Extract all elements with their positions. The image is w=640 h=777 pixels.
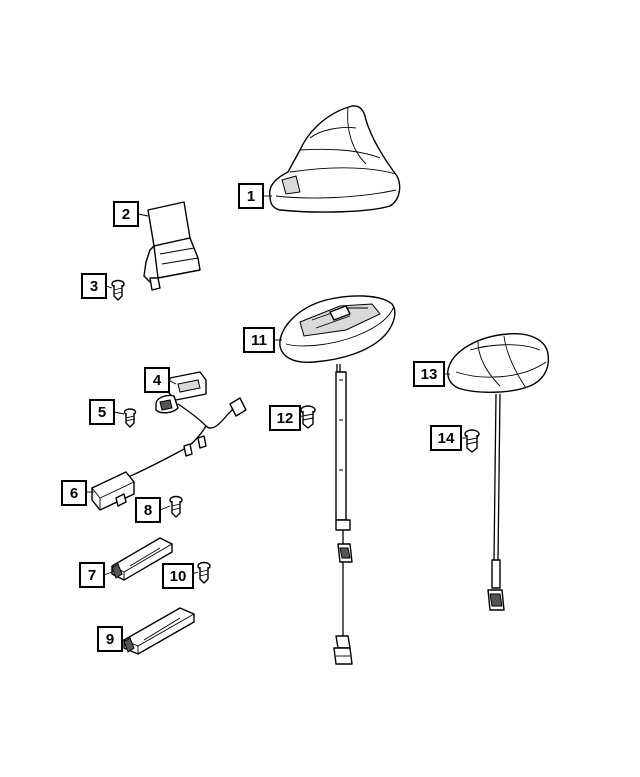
part-8-screw[interactable] bbox=[169, 495, 183, 518]
callout-10[interactable]: 10 bbox=[162, 563, 194, 589]
callout-5[interactable]: 5 bbox=[89, 399, 115, 425]
callout-4[interactable]: 4 bbox=[144, 367, 170, 393]
part-12-screw[interactable] bbox=[300, 405, 316, 429]
wire-harness bbox=[125, 397, 247, 479]
callout-8[interactable]: 8 bbox=[135, 497, 161, 523]
part-9-module[interactable] bbox=[123, 607, 195, 655]
part-4-connector-module[interactable] bbox=[155, 371, 207, 414]
part-11-antenna-base[interactable] bbox=[279, 295, 396, 665]
callout-6[interactable]: 6 bbox=[61, 480, 87, 506]
callout-7[interactable]: 7 bbox=[79, 562, 105, 588]
callout-2[interactable]: 2 bbox=[113, 201, 139, 227]
callout-1[interactable]: 1 bbox=[238, 183, 264, 209]
callout-3[interactable]: 3 bbox=[81, 273, 107, 299]
part-7-module[interactable] bbox=[111, 537, 173, 581]
part-10-screw[interactable] bbox=[197, 561, 211, 584]
part-5-screw[interactable] bbox=[123, 408, 137, 428]
callout-14[interactable]: 14 bbox=[430, 425, 462, 451]
part-2-bracket[interactable] bbox=[143, 201, 201, 291]
part-14-screw[interactable] bbox=[464, 429, 480, 453]
callout-12[interactable]: 12 bbox=[269, 405, 301, 431]
part-1-antenna-cover[interactable] bbox=[269, 105, 401, 213]
part-13-antenna[interactable] bbox=[447, 333, 550, 611]
part-6-module[interactable] bbox=[91, 471, 135, 511]
callout-9[interactable]: 9 bbox=[97, 626, 123, 652]
callout-11[interactable]: 11 bbox=[243, 327, 275, 353]
callout-13[interactable]: 13 bbox=[413, 361, 445, 387]
part-3-screw[interactable] bbox=[111, 279, 125, 301]
